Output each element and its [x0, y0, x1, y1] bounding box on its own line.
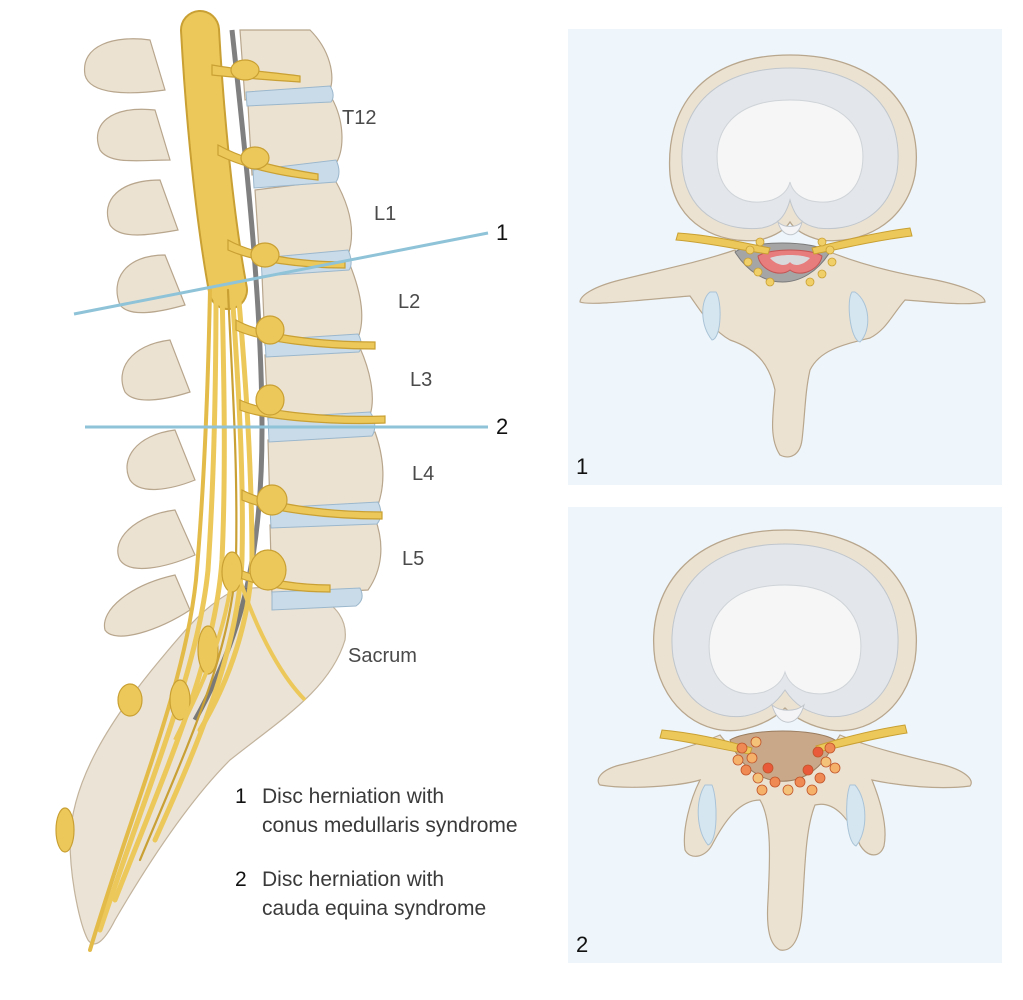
panel-label-1: 1: [576, 454, 588, 479]
spinous-processes: [83, 38, 196, 637]
legend-item-1-line2: conus medullaris syndrome: [262, 814, 518, 837]
label-l4: L4: [412, 463, 434, 485]
vertebra-labels: T12 L1 L2 L3 L4 L5 Sacrum: [342, 107, 434, 667]
legend-item-1-line1: Disc herniation with: [262, 785, 444, 808]
sagittal-spine: [55, 10, 489, 952]
legend-item-2-line2: cauda equina syndrome: [262, 897, 486, 920]
legend: 1 Disc herniation with conus medullaris …: [235, 785, 518, 920]
spinal-cord: [88, 10, 255, 952]
legend-number-1: 1: [235, 785, 247, 808]
section-marker-1: 1: [496, 220, 508, 245]
vertebral-arch-1: [579, 249, 986, 458]
legend-number-2: 2: [235, 868, 247, 891]
label-l1: L1: [374, 203, 396, 225]
cauda-equina-compression: [732, 736, 841, 796]
label-sacrum: Sacrum: [348, 645, 417, 667]
cross-section-panel-1: [568, 29, 1002, 485]
disc-nucleus-2: [708, 584, 862, 695]
label-l3: L3: [410, 369, 432, 391]
disc-nucleus-1: [716, 99, 864, 203]
legend-item-2-line1: Disc herniation with: [262, 868, 444, 891]
label-t12: T12: [342, 107, 376, 129]
section-marker-2: 2: [496, 414, 508, 439]
label-l5: L5: [402, 548, 424, 570]
vertebral-arch-2: [597, 734, 972, 951]
label-l2: L2: [398, 291, 420, 313]
cross-section-panel-2: [568, 507, 1002, 963]
nerve-roots: [55, 59, 386, 853]
panel-label-2: 2: [576, 932, 588, 957]
section-line-1: [73, 231, 489, 316]
